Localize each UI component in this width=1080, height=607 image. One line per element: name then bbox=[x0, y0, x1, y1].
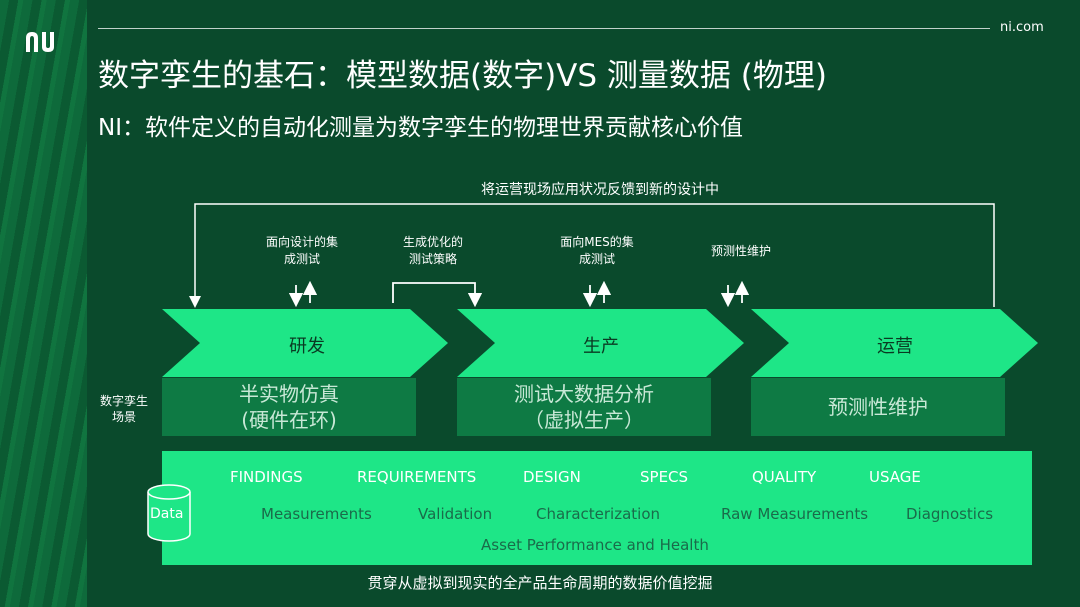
note-mes-test: 面向MES的集 成测试 bbox=[560, 235, 634, 266]
band-diagnostics: Diagnostics bbox=[906, 505, 994, 523]
stage-label-production: 生产 bbox=[583, 336, 619, 357]
site-label: ni.com bbox=[1000, 20, 1044, 35]
slide-subtitle: NI：软件定义的自动化测量为数字孪生的物理世界贡献核心价值 bbox=[98, 115, 743, 141]
note-test-strategy: 生成优化的 测试策略 bbox=[402, 235, 463, 266]
striped-sidebar bbox=[0, 0, 87, 607]
updown-arrows-mes bbox=[582, 280, 612, 308]
digital-twin-scenario-label: 数字孪生 场景 bbox=[99, 394, 148, 424]
stage-label-operation: 运营 bbox=[877, 336, 913, 357]
band-specs: SPECS bbox=[640, 468, 689, 486]
chevron-operation bbox=[751, 309, 1038, 377]
scenario-hil: 半实物仿真 (硬件在环) bbox=[162, 378, 416, 436]
strategy-bracket-line bbox=[392, 282, 483, 308]
data-icon-label: Data bbox=[150, 506, 184, 522]
band-validation: Validation bbox=[418, 505, 493, 523]
bottom-caption: 贯穿从虚拟到现实的全产品生命周期的数据价值挖掘 bbox=[367, 574, 713, 592]
scenario-maintenance: 预测性维护 bbox=[751, 378, 1005, 436]
updown-arrows-design bbox=[288, 280, 318, 308]
chevron-rnd bbox=[162, 309, 448, 377]
data-band bbox=[162, 451, 1032, 565]
feedback-label: 将运营现场应用状况反馈到新的设计中 bbox=[481, 182, 719, 198]
note-design-test: 面向设计的集 成测试 bbox=[265, 235, 338, 266]
stage-label-rnd: 研发 bbox=[289, 336, 325, 357]
band-usage: USAGE bbox=[869, 468, 921, 486]
band-asset-performance: Asset Performance and Health bbox=[481, 536, 709, 554]
scenario-test-analytics: 测试大数据分析 （虚拟生产） bbox=[457, 378, 711, 436]
note-maintenance: 预测性维护 bbox=[710, 244, 771, 258]
chevron-production bbox=[457, 309, 744, 377]
band-findings: FINDINGS bbox=[230, 468, 303, 486]
band-raw-measurements: Raw Measurements bbox=[721, 505, 869, 523]
band-requirements: REQUIREMENTS bbox=[357, 468, 477, 486]
ni-logo-icon bbox=[26, 32, 54, 52]
updown-arrows-maintenance bbox=[720, 280, 750, 308]
slide-title: 数字孪生的基石：模型数据(数字)VS 测量数据 (物理) bbox=[98, 58, 827, 94]
header-rule bbox=[98, 28, 990, 29]
band-quality: QUALITY bbox=[752, 468, 817, 486]
band-characterization: Characterization bbox=[536, 505, 661, 523]
band-measurements: Measurements bbox=[261, 505, 372, 523]
band-design: DESIGN bbox=[523, 468, 581, 486]
feedback-loop-line bbox=[189, 203, 995, 308]
